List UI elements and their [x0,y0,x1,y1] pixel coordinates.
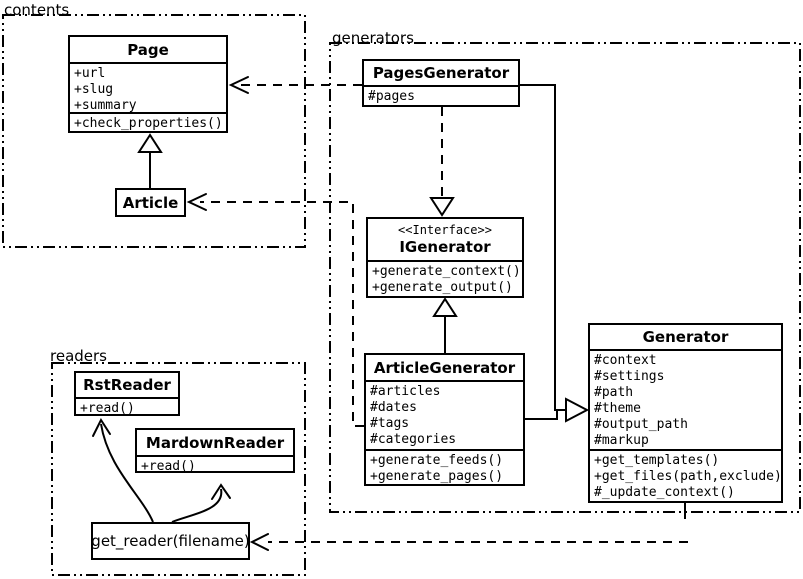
attribute: #tags [370,416,410,431]
attribute: +summary [74,98,137,112]
dependency-articlegenerator-to-article [186,193,364,427]
package-border-contents [2,14,306,248]
dependency-generator-to-getreader [249,503,688,551]
class-title-text: IGenerator [399,238,491,256]
class-methods: +read() [76,397,178,414]
class-attributes: #pages [364,85,518,105]
package-label-readers: readers [50,347,107,365]
attribute: #theme [594,401,641,416]
inheritance-articlegenerator-to-igenerator [432,297,458,353]
class-box-mardownreader: MardownReader +read() [135,428,295,473]
attribute: #dates [370,400,417,415]
class-title: Page [127,40,169,59]
class-title: Generator [642,328,729,346]
package-label-contents: contents [4,1,70,19]
class-stereotype: <<Interface>> [398,223,492,237]
class-box-article: Article [115,188,186,217]
node-get-reader: get_reader(filename) [91,522,250,560]
attribute: #categories [370,432,457,447]
arrow-getreader-to-rstreader [92,417,154,523]
class-methods: +get_templates() +get_files(path,exclude… [590,449,781,501]
class-title: MardownReader [145,433,285,452]
method: +check_properties() [74,115,223,131]
attribute: #output_path [594,417,688,432]
attribute: #path [594,385,634,400]
class-box-articlegenerator: ArticleGenerator #articles #dates #tags … [364,353,525,486]
method: +generate_output() [372,280,513,295]
method: +read() [141,459,196,471]
method: +get_templates() [594,453,720,468]
class-title: PagesGenerator [372,64,510,82]
class-title: <<Interface>> IGenerator [368,219,522,260]
class-attributes: +url +slug +summary [70,62,226,112]
class-title: ArticleGenerator [373,358,516,377]
attribute: #markup [594,433,649,448]
attribute: +url [74,66,106,81]
method: +generate_context() [372,264,521,279]
attribute: +slug [74,82,114,97]
method: #_update_context() [594,485,735,500]
node-get-reader-label: get_reader(filename) [91,532,250,550]
package-border-readers [51,362,306,576]
dependency-pagesgenerator-to-page [228,76,362,94]
inheritance-generators-to-generator [520,84,590,423]
class-title: Article [122,193,179,212]
class-box-pagesgenerator: PagesGenerator #pages [362,59,520,107]
method: +read() [80,401,135,414]
attribute: #pages [368,89,415,104]
class-methods: +check_properties() [70,111,226,131]
class-box-page: Page +url +slug +summary +check_properti… [68,35,228,133]
realization-pagesgenerator-to-igenerator [429,107,455,217]
class-title: RstReader [83,376,171,394]
class-methods: +generate_feeds() +generate_pages() [366,448,523,484]
attribute: #context [594,353,657,368]
method: +generate_feeds() [370,452,504,468]
method: +get_files(path,exclude) [594,469,781,484]
attribute: #articles [370,384,441,399]
class-box-rstreader: RstReader +read() [74,371,180,416]
class-box-igenerator: <<Interface>> IGenerator +generate_conte… [366,217,524,298]
class-methods: +read() [137,455,293,471]
attribute: #settings [594,369,665,384]
class-attributes: #context #settings #path #theme #output_… [590,349,781,449]
class-methods: +generate_context() +generate_output() [368,260,522,296]
arrow-getreader-to-mardownreader [171,483,231,523]
inheritance-article-to-page [137,133,163,188]
package-label-generators: generators [332,29,414,47]
class-attributes: #articles #dates #tags #categories [366,380,523,449]
package-border-generators [329,42,801,513]
method: +generate_pages() [370,468,504,484]
class-box-generator: Generator #context #settings #path #them… [588,323,783,503]
